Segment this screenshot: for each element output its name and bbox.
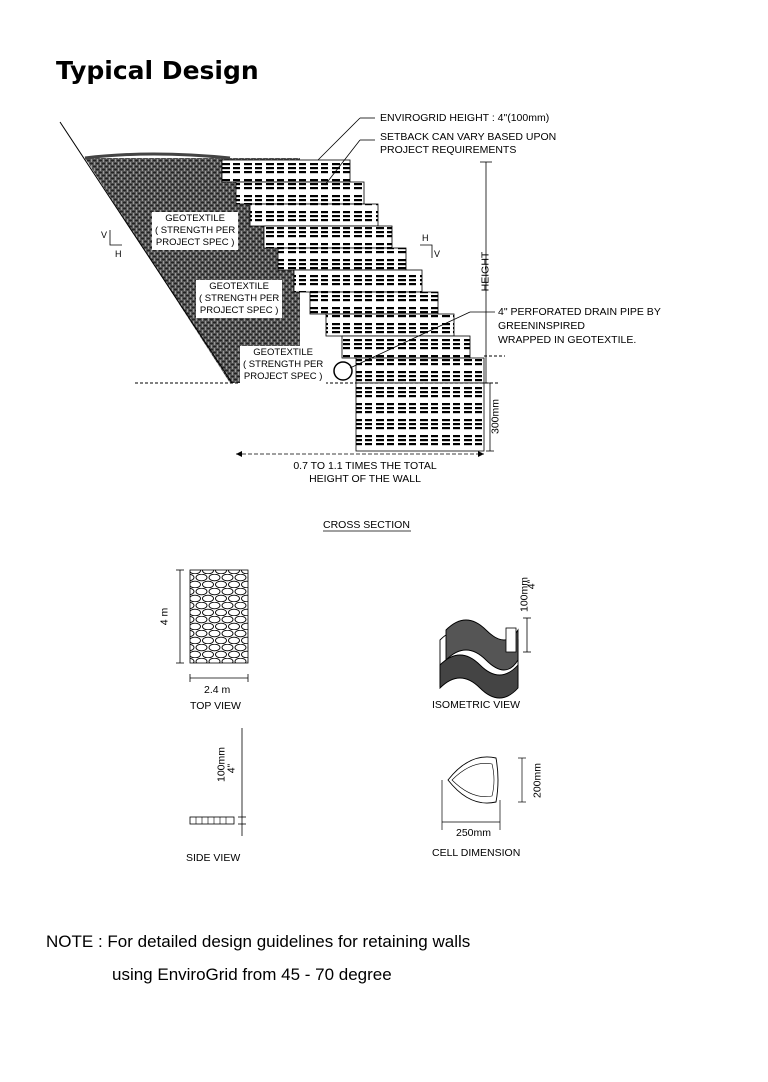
top-view-height: 4 m [158, 607, 171, 626]
isometric-dim-in: 4" [525, 579, 538, 590]
slope-v-left: V [101, 230, 108, 240]
page-title: Typical Design [56, 56, 259, 85]
design-note-line-1: NOTE : For detailed design guidelines fo… [46, 932, 471, 951]
envirogrid-wall [221, 159, 485, 452]
base-length-label: 0.7 TO 1.1 TIMES THE TOTAL HEIGHT OF THE… [293, 460, 437, 485]
slope-h-left: H [115, 249, 122, 259]
geotextile-label-1: GEOTEXTILE ( STRENGTH PER PROJECT SPEC ) [152, 212, 239, 250]
height-dimension-label: HEIGHT [479, 251, 492, 292]
depth-dimension-label: 300mm [489, 399, 502, 435]
cell-dimension-caption: CELL DIMENSION [432, 847, 521, 859]
drain-pipe [333, 361, 353, 381]
drain-pipe-callout-3: WRAPPED IN GEOTEXTILE. [498, 334, 637, 346]
setback-callout-line-2: PROJECT REQUIREMENTS [380, 144, 517, 156]
setback-callout-line-1: SETBACK CAN VARY BASED UPON [380, 131, 557, 143]
cross-section-caption: CROSS SECTION [323, 519, 410, 531]
slope-h-right: H [422, 233, 429, 243]
top-view-width: 2.4 m [204, 684, 231, 696]
side-view-drawing [189, 728, 246, 836]
cell-dimension-drawing [441, 756, 526, 830]
design-note-line-2: using EnviroGrid from 45 - 70 degree [112, 965, 392, 984]
top-view-caption: TOP VIEW [190, 700, 241, 712]
isometric-view-drawing [439, 617, 531, 699]
geotextile-label-3: GEOTEXTILE ( STRENGTH PER PROJECT SPEC ) [240, 346, 327, 384]
geotextile-label-2: GEOTEXTILE ( STRENGTH PER PROJECT SPEC ) [196, 280, 283, 318]
cell-width-label: 250mm [456, 827, 492, 839]
envirogrid-height-callout: ENVIROGRID HEIGHT : 4"(100mm) [380, 112, 550, 124]
drain-pipe-callout-1: 4" PERFORATED DRAIN PIPE BY [498, 306, 661, 318]
side-view-dim-in: 4" [225, 763, 238, 774]
cell-height-label: 200mm [531, 763, 544, 799]
top-view-drawing [176, 569, 249, 682]
slope-v-right: V [434, 249, 441, 259]
isometric-view-caption: ISOMETRIC VIEW [432, 699, 521, 711]
drain-pipe-callout-2: GREENINSPIRED [498, 320, 585, 332]
backfill-zone [59, 121, 300, 384]
side-view-caption: SIDE VIEW [186, 852, 241, 864]
